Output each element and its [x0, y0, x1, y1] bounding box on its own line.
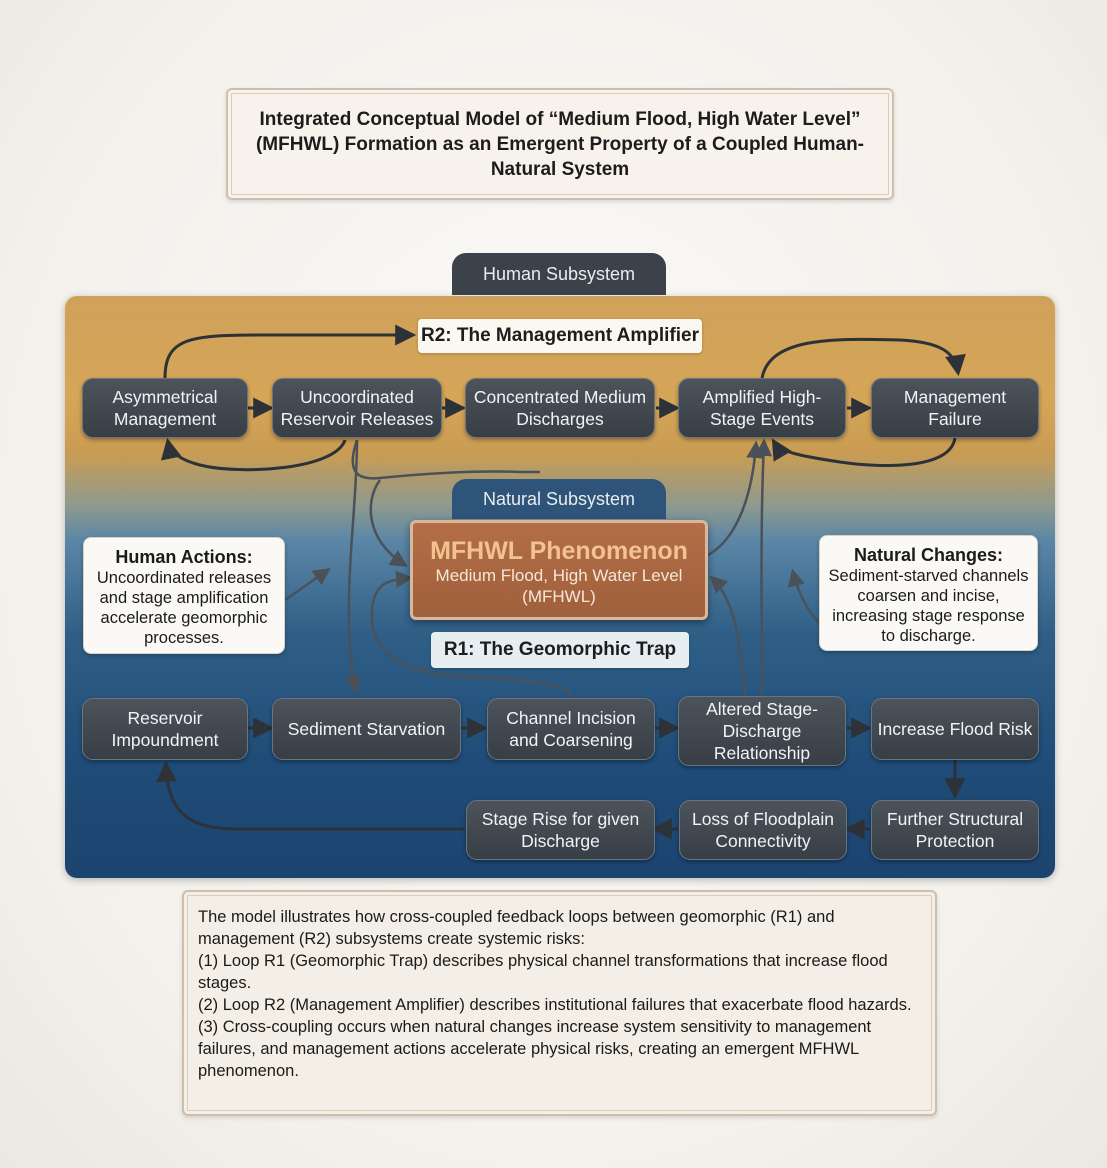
notes-point-3: (3) Cross-coupling occurs when natural c… [198, 1018, 872, 1080]
node-stage-rise: Stage Rise for given Discharge [466, 800, 655, 860]
arrow-r2-top-loop [163, 324, 417, 379]
notes-point-2: (2) Loop R2 (Management Amplifier) descr… [198, 996, 912, 1014]
node-channel-incision: Channel Incision and Coarsening [487, 698, 655, 760]
diagram-title: Integrated Conceptual Model of “Medium F… [226, 88, 894, 200]
r2-loop-label: R2: The Management Amplifier [418, 319, 702, 353]
arrow-loop-to-phenomenon [369, 479, 408, 567]
notes-intro: The model illustrates how cross-coupled … [198, 908, 835, 948]
node-asymmetrical-management: Asymmetrical Management [82, 378, 248, 438]
natural-changes-title: Natural Changes: [853, 545, 1004, 565]
arrow-failure-to-amplified [771, 437, 957, 468]
arrow-phenomenon-to-amplified [707, 440, 764, 557]
arrow-incision-loop-to-phenomenon [370, 570, 572, 699]
natural-subsystem-tab: Natural Subsystem [452, 479, 666, 519]
arrow-humanactions-to-loop [284, 567, 331, 602]
mfhwl-phenomenon-box: MFHWL Phenomenon Medium Flood, High Wate… [410, 520, 708, 620]
natural-changes-text: Sediment-starved channels coarsen and in… [828, 567, 1029, 645]
model-notes: The model illustrates how cross-coupled … [182, 890, 937, 1116]
node-uncoordinated-releases: Uncoordinated Reservoir Releases [272, 378, 442, 438]
node-reservoir-impoundment: Reservoir Impoundment [82, 698, 248, 760]
node-management-failure: Management Failure [871, 378, 1039, 438]
natural-changes-callout: Natural Changes: Sediment-starved channe… [819, 535, 1038, 651]
arrow-releases-to-phenomenon [351, 439, 540, 480]
phenomenon-title: MFHWL Phenomenon [430, 537, 688, 565]
arrow-altered-to-amplified [754, 438, 773, 697]
arrow-stage-to-impoundment [156, 760, 465, 831]
node-amplified-events: Amplified High-Stage Events [678, 378, 846, 438]
node-altered-stage: Altered Stage-Discharge Relationship [678, 696, 846, 766]
human-actions-text: Uncoordinated releases and stage amplifi… [96, 569, 272, 647]
node-concentrated-discharges: Concentrated Medium Discharges [465, 378, 655, 438]
phenomenon-subtitle: Medium Flood, High Water Level (MFHWL) [435, 566, 683, 606]
human-actions-title: Human Actions: [115, 547, 253, 567]
node-loss-floodplain: Loss of Floodplain Connectivity [679, 800, 847, 860]
arrow-amplified-to-failure-top [760, 337, 966, 379]
node-further-protection: Further Structural Protection [871, 800, 1039, 860]
notes-point-1: (1) Loop R1 (Geomorphic Trap) describes … [198, 952, 888, 992]
human-actions-callout: Human Actions: Uncoordinated releases an… [83, 537, 285, 654]
arrow-releases-to-asym [161, 437, 347, 472]
arrow-altered-to-phenomenon [709, 575, 747, 697]
node-increase-flood-risk: Increase Flood Risk [871, 698, 1039, 760]
node-sediment-starvation: Sediment Starvation [272, 698, 461, 760]
human-subsystem-tab: Human Subsystem [452, 253, 666, 295]
arrow-releases-to-starvation [344, 439, 362, 694]
r1-loop-label: R1: The Geomorphic Trap [431, 632, 689, 668]
